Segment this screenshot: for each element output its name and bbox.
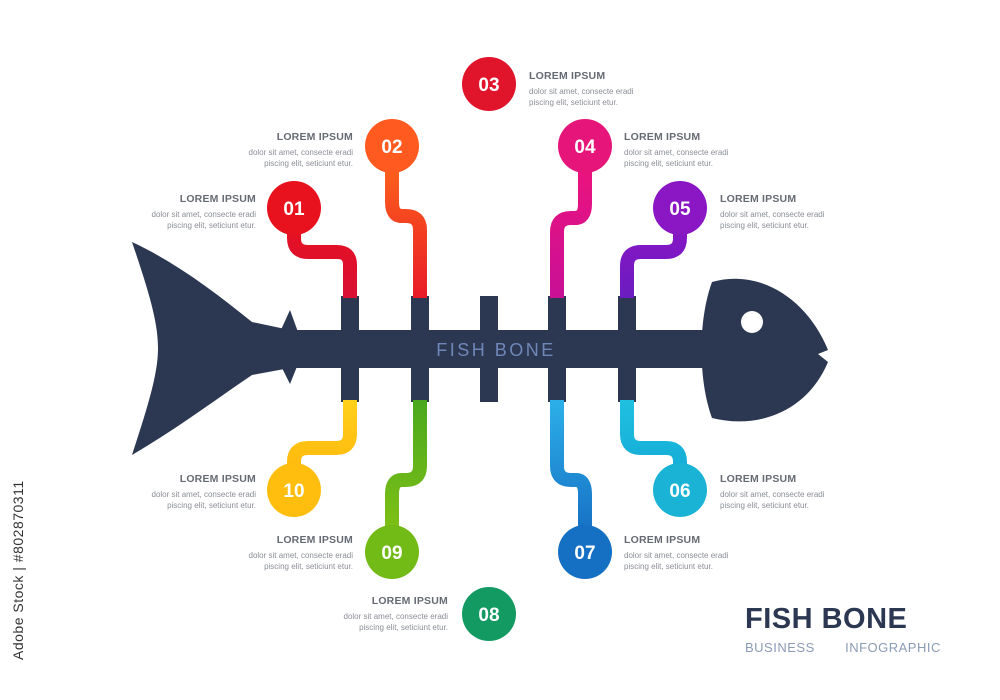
node-number-05: 05 xyxy=(669,199,691,220)
label-text-05a: dolor sit amet, consecte eradi xyxy=(720,210,825,219)
brand-block: FISH BONE BUSINESS INFOGRAPHIC xyxy=(745,603,941,655)
label-title-01: LOREM IPSUM xyxy=(179,193,256,205)
label-text-02a: dolor sit amet, consecte eradi xyxy=(248,148,354,157)
connector-07 xyxy=(550,400,592,550)
connector-01 xyxy=(287,212,357,298)
connector-02 xyxy=(385,150,427,298)
label-01: LOREM IPSUM dolor sit amet, consecte era… xyxy=(86,193,257,231)
center-label: FISH BONE xyxy=(436,340,556,360)
label-02: LOREM IPSUM dolor sit amet, consecte era… xyxy=(183,131,354,169)
fish-fin-top xyxy=(280,310,298,332)
label-text-07a: dolor sit amet, consecte eradi xyxy=(624,551,729,560)
label-title-06: LOREM IPSUM xyxy=(720,473,797,485)
label-title-10: LOREM IPSUM xyxy=(179,473,256,485)
fish-spine xyxy=(250,330,720,368)
node-circle-05 xyxy=(653,181,707,235)
fish-tail xyxy=(132,242,290,455)
node-circle-08 xyxy=(462,587,516,641)
label-title-05: LOREM IPSUM xyxy=(720,193,797,205)
connector-05 xyxy=(620,212,687,298)
node-circle-03 xyxy=(462,57,516,111)
connector-09 xyxy=(385,400,427,550)
brand-subtitle: BUSINESS INFOGRAPHIC xyxy=(745,640,941,655)
label-title-07: LOREM IPSUM xyxy=(624,534,701,546)
label-text-08b: piscing elit, seticiunt etur. xyxy=(359,623,448,632)
label-text-04a: dolor sit amet, consecte eradi xyxy=(624,148,729,157)
node-number-06: 06 xyxy=(669,481,690,502)
label-text-10a: dolor sit amet, consecte eradi xyxy=(151,490,257,499)
label-title-04: LOREM IPSUM xyxy=(624,131,701,143)
node-number-04: 04 xyxy=(574,137,596,158)
node-circle-04 xyxy=(558,119,612,173)
label-text-09a: dolor sit amet, consecte eradi xyxy=(248,551,354,560)
node-circle-01 xyxy=(267,181,321,235)
fish-fin-bottom xyxy=(280,364,298,384)
stock-watermark: Adobe Stock | #802870311 xyxy=(10,480,26,660)
label-text-01b: piscing elit, seticiunt etur. xyxy=(167,221,256,230)
label-title-02: LOREM IPSUM xyxy=(276,131,353,143)
label-text-07b: piscing elit, seticiunt etur. xyxy=(624,562,713,571)
label-text-04b: piscing elit, seticiunt etur. xyxy=(624,159,713,168)
node-circle-10 xyxy=(267,463,321,517)
node-number-02: 02 xyxy=(381,137,402,158)
label-09: LOREM IPSUM dolor sit amet, consecte era… xyxy=(183,534,354,572)
label-text-05b: piscing elit, seticiunt etur. xyxy=(720,221,809,230)
node-number-07: 07 xyxy=(574,543,595,564)
label-03: LOREM IPSUM dolor sit amet, consecte era… xyxy=(529,70,699,108)
node-circle-07 xyxy=(558,525,612,579)
connector-10 xyxy=(287,400,357,488)
node-number-10: 10 xyxy=(283,481,304,502)
node-number-01: 01 xyxy=(283,199,305,220)
label-08: LOREM IPSUM dolor sit amet, consecte era… xyxy=(278,595,449,633)
node-number-08: 08 xyxy=(478,605,499,626)
label-10: LOREM IPSUM dolor sit amet, consecte era… xyxy=(86,473,257,511)
label-text-01a: dolor sit amet, consecte eradi xyxy=(151,210,257,219)
label-text-02b: piscing elit, seticiunt etur. xyxy=(264,159,353,168)
label-text-09b: piscing elit, seticiunt etur. xyxy=(264,562,353,571)
bone-stubs xyxy=(341,296,636,402)
node-circle-06 xyxy=(653,463,707,517)
connector-04 xyxy=(550,150,592,298)
node-number-03: 03 xyxy=(478,75,499,96)
node-number-09: 09 xyxy=(381,543,402,564)
label-title-03: LOREM IPSUM xyxy=(529,70,606,82)
label-05: LOREM IPSUM dolor sit amet, consecte era… xyxy=(720,193,890,231)
brand-title: FISH BONE xyxy=(745,603,908,635)
label-title-09: LOREM IPSUM xyxy=(276,534,353,546)
label-text-03b: piscing elit, seticiunt etur. xyxy=(529,98,618,107)
label-text-06b: piscing elit, seticiunt etur. xyxy=(720,501,809,510)
connector-06 xyxy=(620,400,687,488)
label-07: LOREM IPSUM dolor sit amet, consecte era… xyxy=(624,534,794,572)
label-text-03a: dolor sit amet, consecte eradi xyxy=(529,87,634,96)
label-04: LOREM IPSUM dolor sit amet, consecte era… xyxy=(624,131,794,169)
fish-head xyxy=(701,278,828,422)
label-title-08: LOREM IPSUM xyxy=(371,595,448,607)
node-circle-09 xyxy=(365,525,419,579)
label-text-06a: dolor sit amet, consecte eradi xyxy=(720,490,825,499)
label-text-10b: piscing elit, seticiunt etur. xyxy=(167,501,256,510)
node-circle-02 xyxy=(365,119,419,173)
label-06: LOREM IPSUM dolor sit amet, consecte era… xyxy=(720,473,890,511)
label-text-08a: dolor sit amet, consecte eradi xyxy=(343,612,449,621)
fish-eye xyxy=(741,311,763,333)
